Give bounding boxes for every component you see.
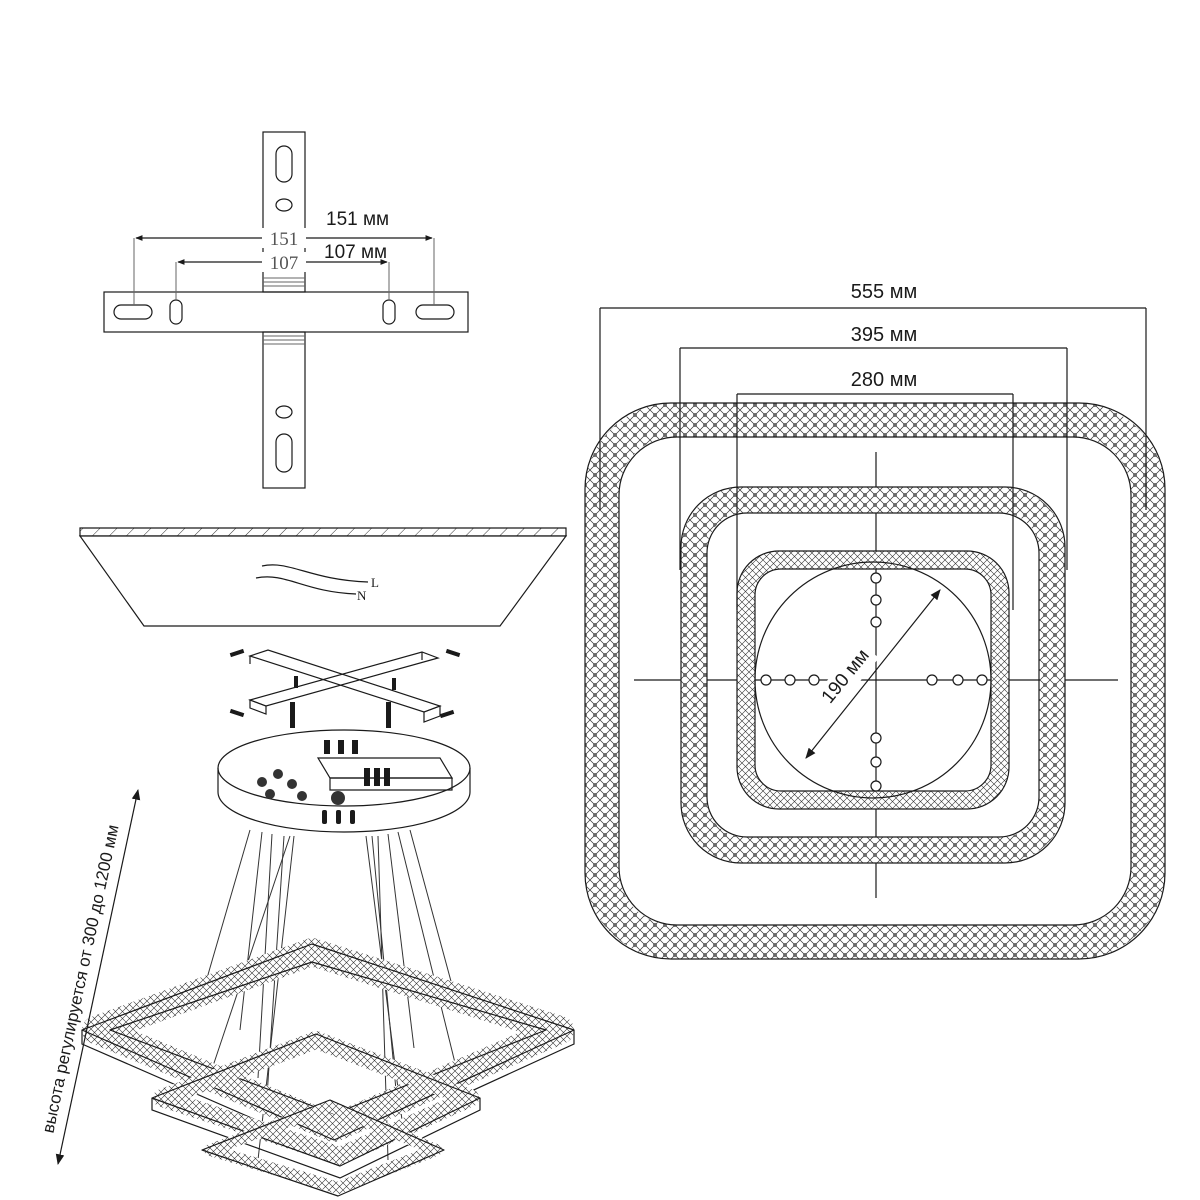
slot xyxy=(275,198,293,212)
ceiling-slab: L N xyxy=(78,527,568,627)
slot xyxy=(169,299,183,325)
wire-neutral xyxy=(255,576,357,595)
slot xyxy=(275,145,293,183)
dim-label-395: 395 мм xyxy=(851,324,917,346)
height-note: высота регулируется от 300 до 1200 мм xyxy=(39,823,123,1135)
canopy-circle xyxy=(754,561,992,799)
dimension-line-190 xyxy=(805,589,941,759)
height-arrow xyxy=(55,788,141,1166)
mounting-bracket: 151 107 151 мм 107 мм xyxy=(103,131,469,489)
dim-label-280: 280 мм xyxy=(851,369,917,391)
middle-ring xyxy=(681,487,1065,863)
dim-value-151: 151 xyxy=(270,229,299,250)
outer-ring xyxy=(585,403,1165,959)
inner-ring xyxy=(737,551,1009,809)
canopy xyxy=(217,729,471,833)
bracket-horizontal-bar xyxy=(103,291,469,333)
slot xyxy=(382,299,396,325)
slot xyxy=(275,405,293,419)
dim-label-555: 555 мм xyxy=(851,281,917,303)
wire-live xyxy=(261,564,369,583)
bracket-vertical-bottom xyxy=(262,331,306,489)
dim-label-107: 107 мм xyxy=(324,242,387,263)
fixing-holes xyxy=(760,572,988,792)
slot xyxy=(275,433,293,473)
slot xyxy=(415,304,455,320)
dim-label-151: 151 мм xyxy=(326,209,389,230)
cross-bracket xyxy=(229,648,461,728)
slot xyxy=(113,304,153,320)
dim-value-107: 107 xyxy=(270,253,299,274)
pendant-rings xyxy=(81,938,575,1197)
wire-label-neutral: N xyxy=(357,588,367,603)
plan-view: 190 мм 555 мм 395 мм 280 мм xyxy=(584,281,1166,960)
wire-label-live: L xyxy=(371,575,379,590)
